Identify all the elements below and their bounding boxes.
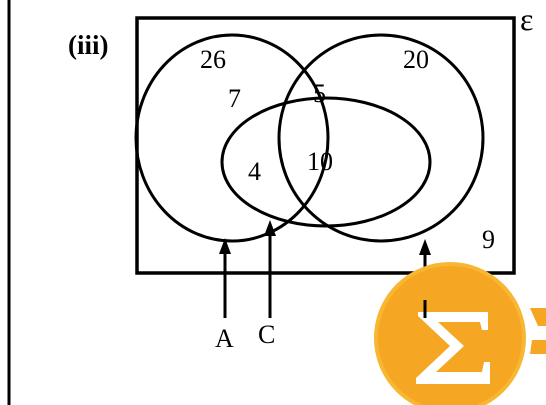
region-outside: 9 [482, 225, 495, 254]
region-a-only: 7 [228, 84, 241, 113]
sigma-icon [374, 262, 546, 405]
set-a-circle [134, 33, 330, 243]
set-c-label: C [258, 320, 275, 349]
universal-set-rectangle [135, 16, 516, 275]
arrow-a [219, 238, 231, 318]
region-a-b-c: 10 [307, 147, 333, 176]
region-b-outer-total: 20 [403, 45, 429, 74]
set-c-ellipse [220, 96, 432, 228]
set-a-label: A [215, 324, 234, 353]
part-label: (iii) [68, 30, 109, 60]
set-b-circle [277, 33, 485, 243]
arrow-c [264, 220, 276, 318]
region-a-and-c-only: 4 [248, 157, 261, 186]
region-a-and-b-only: 5 [313, 79, 326, 108]
universal-set-symbol: ε [520, 1, 533, 37]
region-a-outer-total: 26 [200, 45, 226, 74]
